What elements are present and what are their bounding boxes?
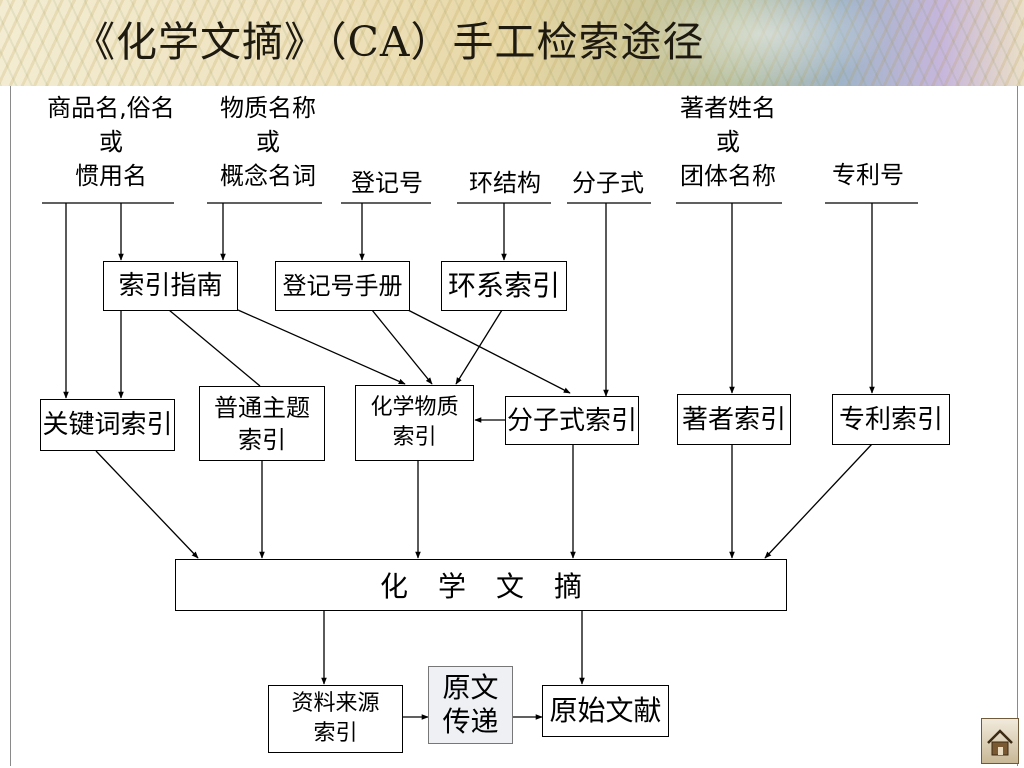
- patent-index-box: 专利索引: [832, 394, 950, 445]
- input-registry-number: 登记号: [351, 169, 423, 197]
- author-index-box: 著者索引: [677, 394, 791, 445]
- title-banner: 《化学文摘》（CA）手工检索途径: [0, 0, 1024, 86]
- chemical-abstracts-box: 化学文摘: [175, 559, 787, 611]
- banner-highlight: [640, 0, 890, 86]
- source-index-box: 资料来源 索引: [268, 685, 403, 753]
- home-icon: [987, 729, 1013, 756]
- ring-systems-index-box: 环系索引: [441, 261, 567, 311]
- slide-frame: [10, 86, 1018, 766]
- general-subject-index-box: 普通主题 索引: [199, 386, 325, 461]
- registry-handbook-box: 登记号手册: [275, 261, 410, 311]
- input-author-name: 著者姓名 或 团体名称: [680, 94, 776, 190]
- input-trade-name: 商品名,俗名 或 惯用名: [47, 94, 175, 190]
- original-literature-box: 原始文献: [542, 685, 669, 737]
- page-title: 《化学文摘》（CA）手工检索途径: [74, 18, 705, 66]
- input-ring-structure: 环结构: [469, 169, 541, 197]
- home-button[interactable]: [981, 718, 1019, 764]
- banner-texture: [0, 0, 1024, 86]
- chemical-substance-index-box: 化学物质 索引: [355, 385, 474, 461]
- original-transfer-box: 原文 传递: [428, 666, 513, 744]
- formula-index-box: 分子式索引: [505, 396, 639, 445]
- input-molecular-formula: 分子式: [572, 169, 644, 197]
- index-guide-box: 索引指南: [103, 261, 238, 311]
- keyword-index-box: 关键词索引: [40, 399, 175, 451]
- input-substance-name: 物质名称 或 概念名词: [220, 94, 316, 190]
- input-patent-number: 专利号: [832, 161, 904, 189]
